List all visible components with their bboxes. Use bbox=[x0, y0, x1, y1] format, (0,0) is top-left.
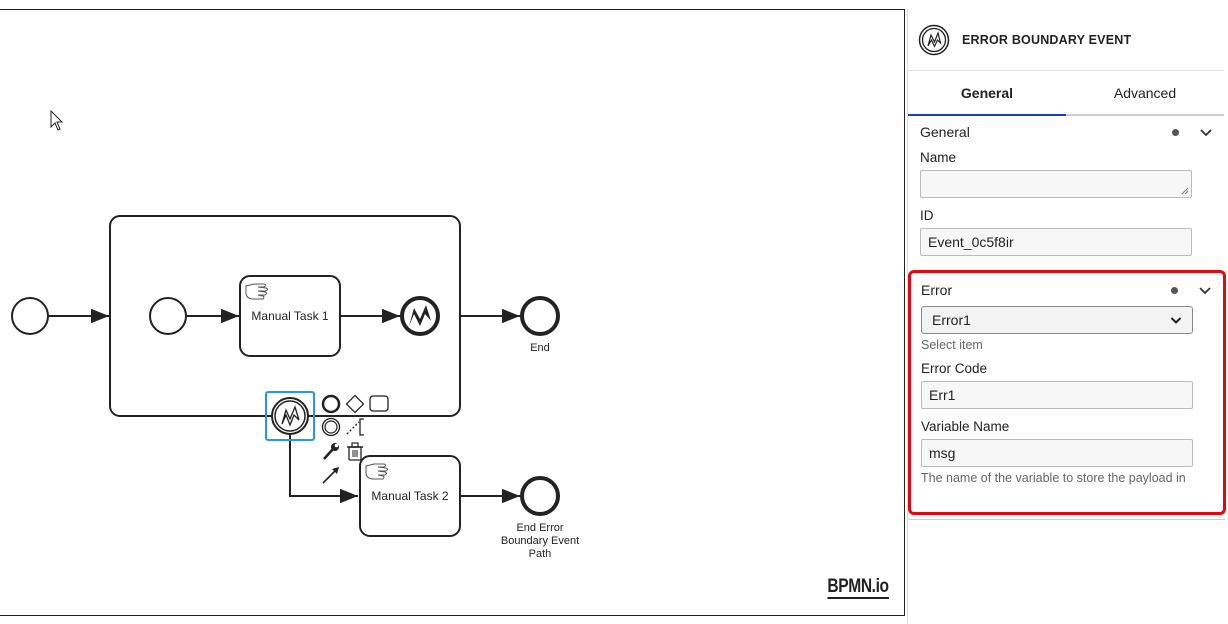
mouse-cursor-icon bbox=[50, 110, 64, 131]
resize-grip-icon[interactable] bbox=[1181, 187, 1189, 195]
end-event-error-path[interactable]: End Error Boundary Event Path bbox=[501, 476, 579, 560]
data-marker-dot bbox=[1171, 287, 1178, 294]
data-marker-dot bbox=[1172, 129, 1179, 136]
wrench-icon[interactable] bbox=[323, 443, 339, 460]
append-task-icon[interactable] bbox=[369, 395, 389, 412]
error-select-value: Error1 bbox=[932, 312, 971, 328]
append-intermediate-event-icon[interactable] bbox=[321, 417, 341, 437]
chevron-down-icon bbox=[1170, 317, 1182, 324]
task-label: Manual Task 1 bbox=[251, 309, 328, 323]
general-group-header[interactable]: General bbox=[920, 116, 1224, 148]
error-select[interactable]: Error1 bbox=[921, 306, 1193, 334]
panel-tabs: General Advanced bbox=[908, 71, 1224, 116]
hand-icon bbox=[245, 283, 268, 300]
context-pad bbox=[321, 394, 389, 484]
diagram-svg: Manual Task 1 End bbox=[11, 215, 579, 560]
error-end-event[interactable] bbox=[400, 296, 440, 336]
general-group: General Name ID Event_0c5f8ir bbox=[908, 116, 1224, 256]
text-annotation-icon[interactable] bbox=[359, 418, 364, 436]
chevron-down-icon[interactable] bbox=[1199, 284, 1211, 296]
end-event-label-line-3: Path bbox=[529, 548, 552, 560]
tab-advanced[interactable]: Advanced bbox=[1113, 84, 1177, 101]
properties-panel: ERROR BOUNDARY EVENT General Advanced Ge… bbox=[907, 9, 1226, 624]
name-label: Name bbox=[920, 150, 957, 165]
chevron-down-icon[interactable] bbox=[1200, 126, 1212, 138]
bpmn-canvas[interactable]: Manual Task 1 End bbox=[0, 9, 905, 616]
hand-icon bbox=[365, 463, 388, 480]
connect-association-icon[interactable] bbox=[346, 421, 360, 435]
error-group: Error Error1 Select item Error Code Err1… bbox=[908, 270, 1226, 515]
sequence-flow[interactable] bbox=[289, 435, 358, 504]
connect-arrow-icon[interactable] bbox=[322, 467, 339, 484]
bpmn-io-watermark[interactable]: BPMN.io bbox=[827, 576, 889, 599]
variable-name-hint: The name of the variable to store the pa… bbox=[921, 471, 1186, 485]
id-label: ID bbox=[920, 208, 934, 223]
manual-task-1[interactable]: Manual Task 1 bbox=[239, 275, 341, 357]
manual-task-2[interactable]: Manual Task 2 bbox=[359, 455, 461, 537]
append-end-event-icon[interactable] bbox=[321, 394, 341, 414]
panel-divider bbox=[908, 519, 1225, 520]
tab-general[interactable]: General bbox=[908, 71, 1066, 116]
end-event-label: End bbox=[530, 342, 550, 354]
end-event-label-line-1: End Error bbox=[516, 522, 563, 534]
error-boundary-event-icon bbox=[918, 24, 950, 55]
subprocess-start-event[interactable] bbox=[149, 297, 187, 335]
trash-icon[interactable] bbox=[347, 442, 363, 461]
start-event[interactable] bbox=[11, 297, 49, 335]
append-gateway-icon[interactable] bbox=[345, 394, 365, 414]
variable-name-label: Variable Name bbox=[921, 419, 1010, 434]
selection-outline bbox=[265, 391, 315, 441]
panel-title: ERROR BOUNDARY EVENT bbox=[962, 32, 1132, 47]
panel-header: ERROR BOUNDARY EVENT bbox=[908, 9, 1224, 71]
error-group-header[interactable]: Error bbox=[921, 274, 1223, 306]
error-code-label: Error Code bbox=[921, 361, 988, 376]
error-boundary-event[interactable] bbox=[271, 397, 309, 435]
sequence-flows bbox=[48, 308, 520, 504]
end-event[interactable]: End bbox=[520, 296, 560, 354]
task-label: Manual Task 2 bbox=[371, 489, 448, 503]
variable-name-input[interactable]: msg bbox=[921, 439, 1193, 467]
error-code-input[interactable]: Err1 bbox=[921, 381, 1193, 409]
end-event-label-line-2: Boundary Event bbox=[501, 535, 579, 547]
select-hint: Select item bbox=[921, 338, 983, 352]
group-title: General bbox=[920, 124, 970, 140]
name-textarea[interactable] bbox=[920, 170, 1192, 198]
id-input[interactable]: Event_0c5f8ir bbox=[920, 228, 1192, 256]
error-icon bbox=[409, 305, 431, 326]
error-icon bbox=[281, 405, 300, 427]
group-title: Error bbox=[921, 282, 953, 298]
